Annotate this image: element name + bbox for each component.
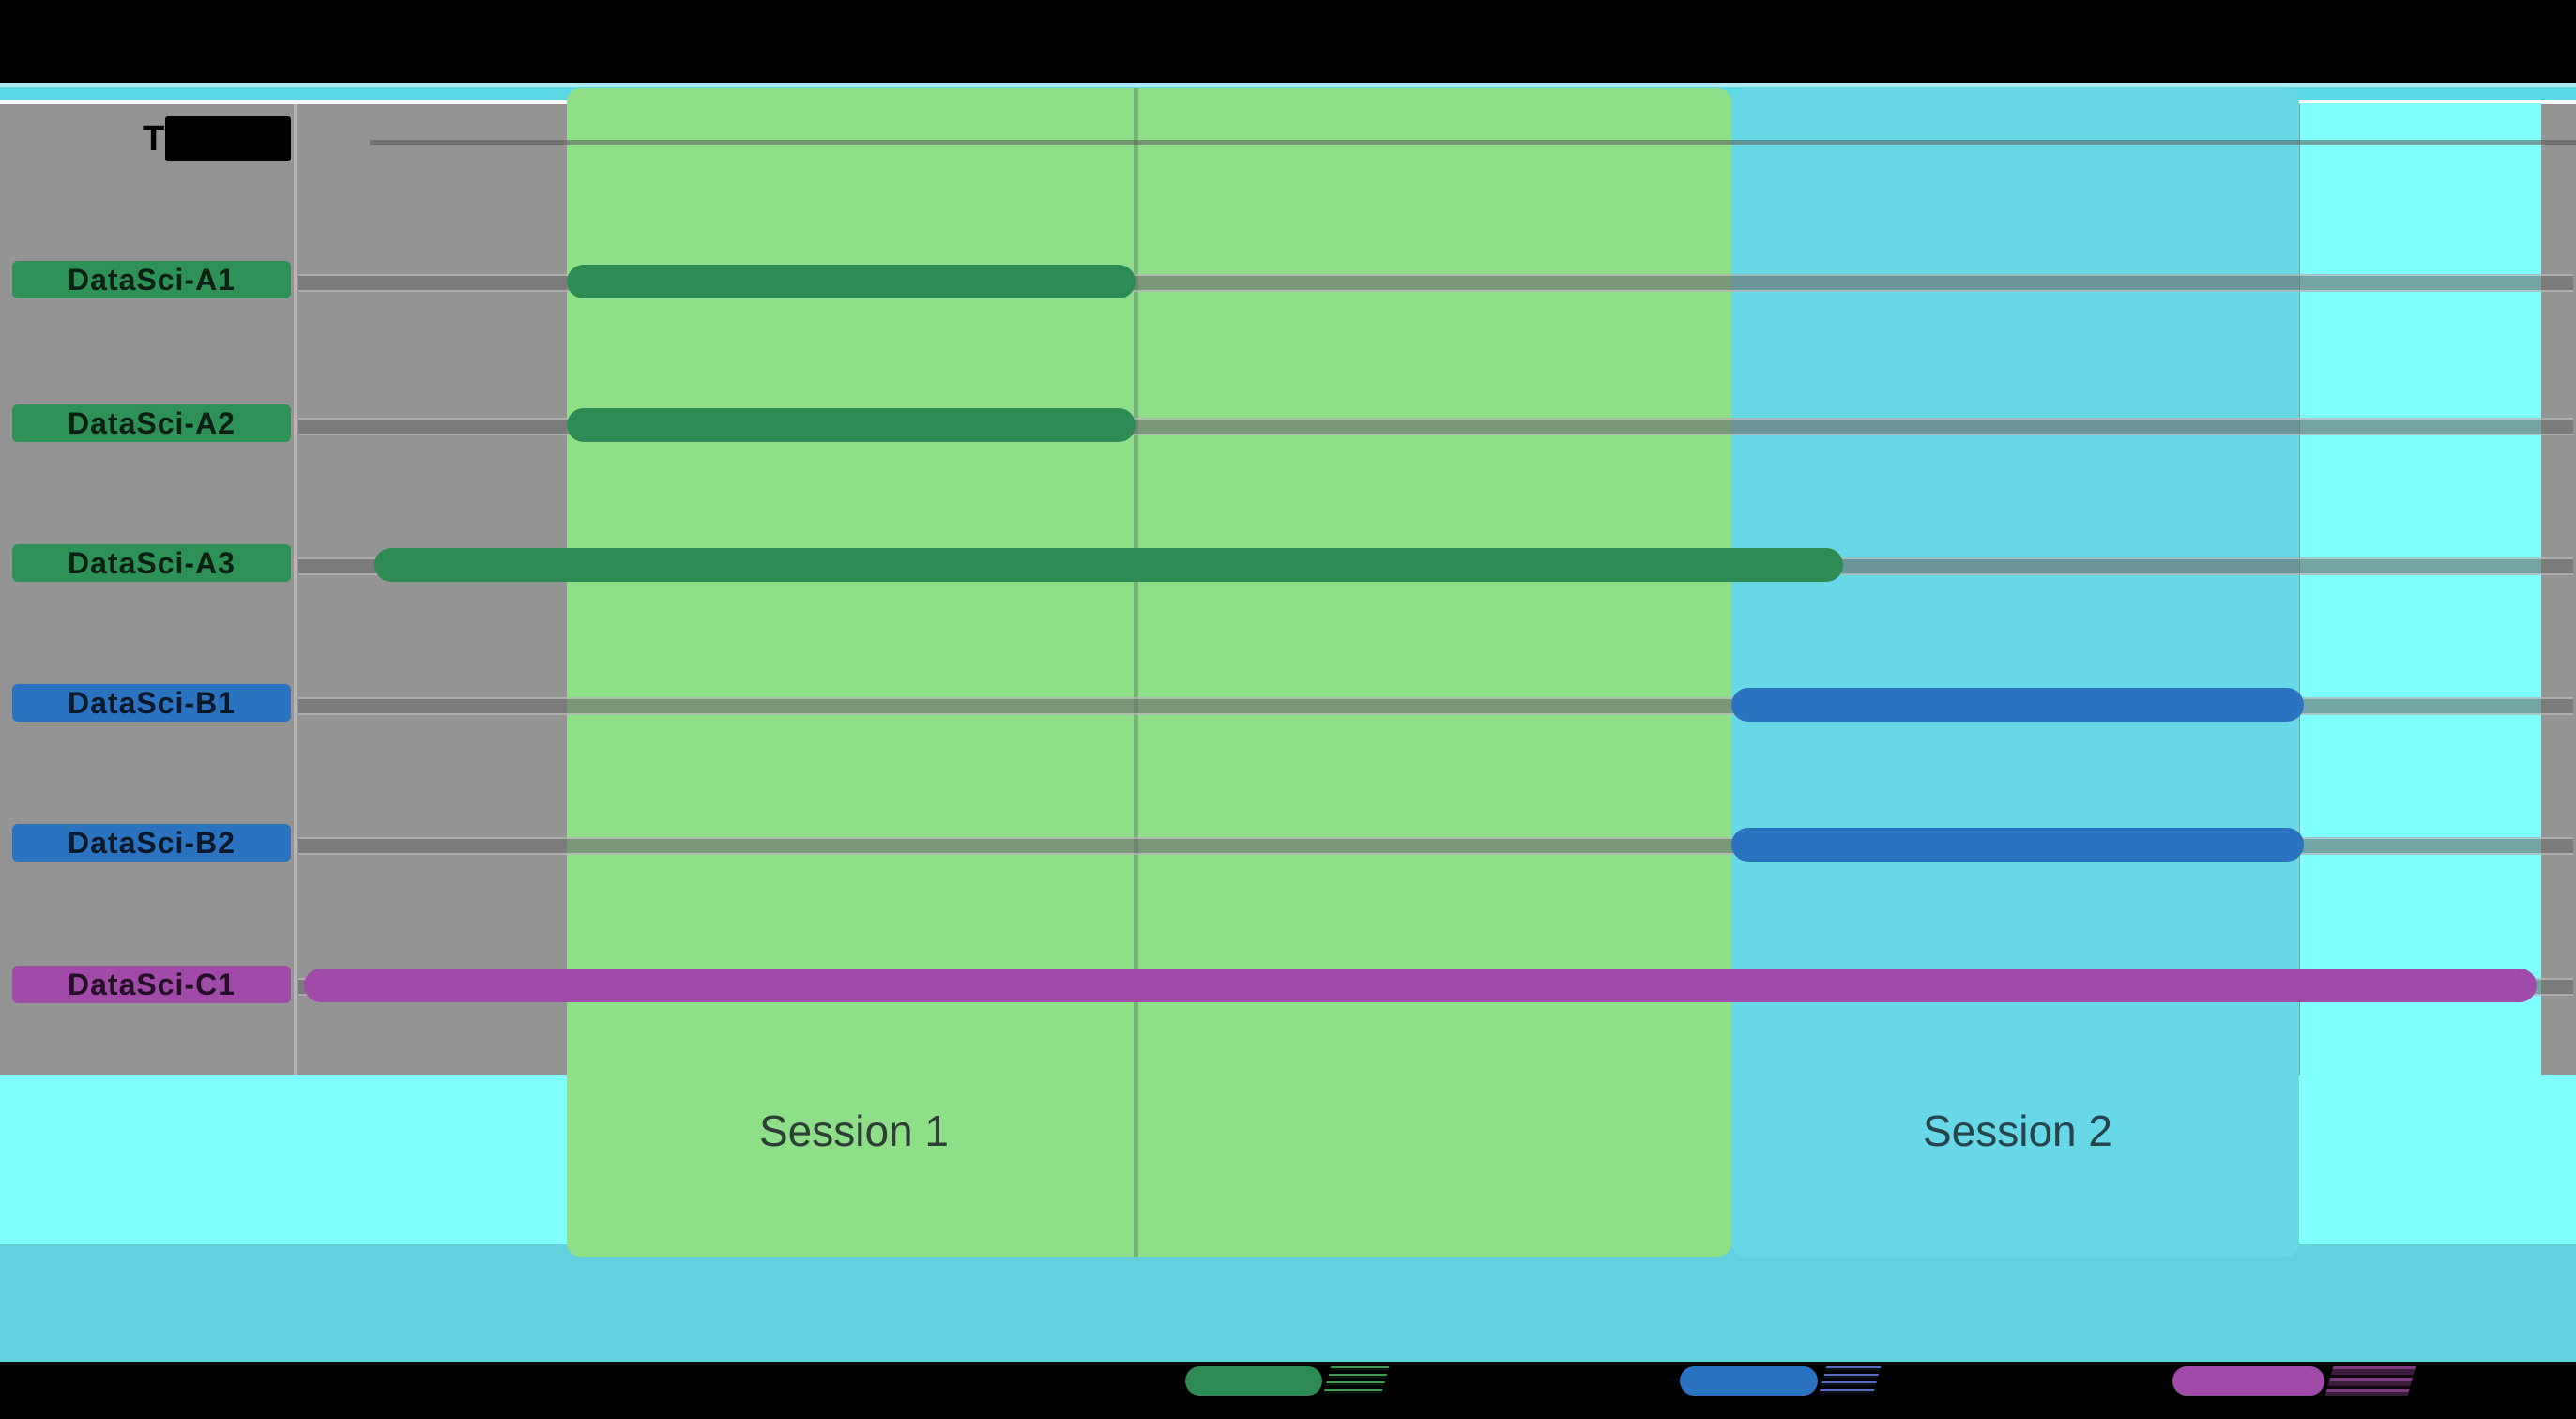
row-label-datasci-a3: DataSci-A3	[12, 544, 291, 582]
legend-text-streak-green	[1322, 1366, 1390, 1396]
gantt-bar-datasci-b2	[1731, 828, 2304, 862]
time-axis-title-highlight-box	[165, 116, 291, 161]
gantt-bar-datasci-c1	[304, 969, 2537, 1002]
gantt-bar-datasci-a1	[567, 265, 1136, 298]
gantt-bar-datasci-a3	[374, 548, 1843, 582]
legend-text-streak-blue	[1818, 1366, 1882, 1396]
session-2-band	[1731, 88, 2299, 1257]
legend-text-streak-purple	[2324, 1366, 2416, 1396]
gantt-bar-datasci-a2	[567, 408, 1136, 442]
legend-marker-green	[1185, 1366, 1322, 1396]
session-2-label: Session 2	[1922, 1106, 2112, 1155]
row-label-datasci-b1: DataSci-B1	[12, 684, 291, 722]
gantt-bar-datasci-b1	[1731, 688, 2304, 722]
row-label-datasci-a2: DataSci-A2	[12, 404, 291, 442]
footer-cyan-band	[0, 1244, 2576, 1362]
row-label-datasci-b2: DataSci-B2	[12, 824, 291, 862]
session-1-label: Session 1	[758, 1106, 949, 1155]
row-label-datasci-a1: DataSci-A1	[12, 261, 291, 298]
session-1-band	[567, 88, 1731, 1257]
legend-marker-purple	[2172, 1366, 2324, 1396]
header-gridline	[370, 140, 2576, 145]
left-axis-gridline	[294, 104, 297, 1075]
mid-vertical-gridline	[1134, 88, 1138, 1257]
legend-marker-blue	[1680, 1366, 1818, 1396]
row-label-datasci-c1: DataSci-C1	[12, 966, 291, 1003]
right-aqua-column	[2300, 103, 2541, 1244]
